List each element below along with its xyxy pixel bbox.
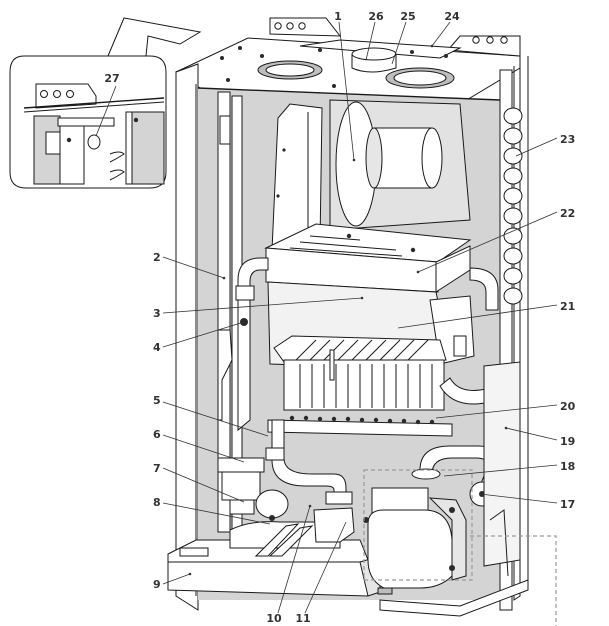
- callout-27: 27: [104, 72, 119, 85]
- callout-leaders: [95, 21, 558, 614]
- inset-bracket: [35, 83, 97, 109]
- callout-25: 25: [400, 10, 415, 23]
- inset-plug: [87, 134, 101, 150]
- callout-24: 24: [444, 10, 460, 23]
- burner: [267, 335, 453, 437]
- callout-17: 17: [560, 498, 575, 511]
- callout-18: 18: [560, 460, 575, 473]
- callout-1: 1: [334, 10, 342, 23]
- callout-21: 21: [560, 300, 575, 313]
- callout-5: 5: [153, 394, 161, 407]
- callout-8: 8: [153, 496, 161, 509]
- callout-20: 20: [560, 400, 576, 413]
- control-box: [167, 507, 381, 597]
- callout-19: 19: [560, 435, 575, 448]
- callout-23: 23: [560, 133, 575, 146]
- water-pipes: [235, 257, 517, 513]
- callout-10: 10: [266, 612, 282, 625]
- callout-6: 6: [153, 428, 161, 441]
- callout-9: 9: [153, 578, 161, 591]
- heat-exchanger-coil: [503, 107, 523, 305]
- side-panel: [483, 361, 521, 577]
- fan-assembly: [329, 99, 471, 231]
- callout-3: 3: [153, 307, 161, 320]
- callout-11: 11: [295, 612, 310, 625]
- detail-inset: [9, 17, 202, 189]
- gas-valve: [217, 457, 289, 521]
- callout-4: 4: [153, 341, 161, 354]
- callout-22: 22: [560, 207, 575, 220]
- callout-labels: 27 1 26 25 24 23 22 21 20 19 18 17 2 3 4…: [104, 10, 575, 625]
- callout-2: 2: [153, 251, 161, 264]
- callout-26: 26: [368, 10, 384, 23]
- circulation-pump: [363, 469, 473, 595]
- callout-7: 7: [153, 462, 161, 475]
- installation-outline: [470, 535, 557, 626]
